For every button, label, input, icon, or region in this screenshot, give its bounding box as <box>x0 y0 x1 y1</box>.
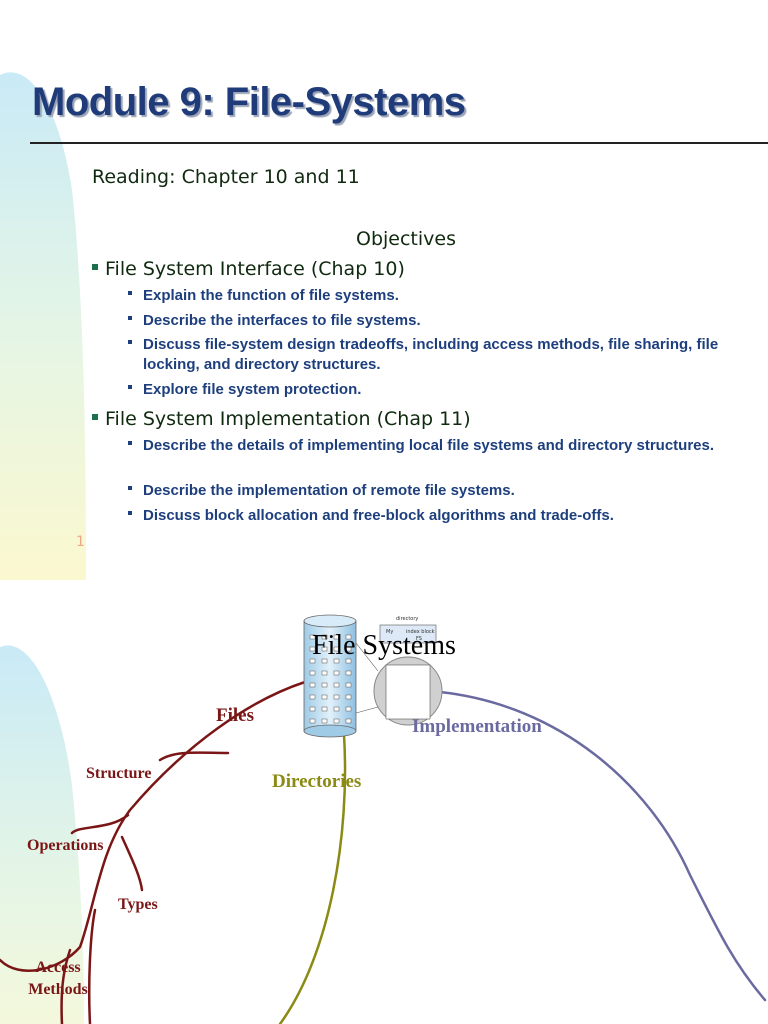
square-bullet-icon <box>128 316 132 320</box>
types-branch-line <box>120 835 144 892</box>
svg-text:FS: FS <box>416 636 422 642</box>
file-system-illustration: directory My index block FS <box>303 614 443 738</box>
square-bullet-icon <box>92 264 98 270</box>
reading-line: Reading: Chapter 10 and 11 <box>92 166 360 188</box>
node-access-methods: Access Methods <box>28 959 88 998</box>
node-directories: Directories <box>272 771 362 792</box>
implementation-branch-line <box>438 690 767 1002</box>
left-gradient-decoration <box>0 645 84 1024</box>
square-bullet-icon <box>128 385 132 389</box>
left-gradient-decoration <box>0 72 86 580</box>
operations-branch-line <box>70 813 130 835</box>
node-implementation: Implementation <box>412 716 542 737</box>
structure-branch-line <box>158 751 230 762</box>
objective-item: Describe the details of implementing loc… <box>128 436 748 456</box>
objective-item: Explain the function of file systems. <box>128 286 748 306</box>
square-bullet-icon <box>92 414 98 420</box>
square-bullet-icon <box>128 486 132 490</box>
objective-item: Describe the interfaces to file systems. <box>128 311 748 331</box>
svg-text:My: My <box>386 629 393 635</box>
section-heading-interface: File System Interface (Chap 10) <box>92 258 405 280</box>
slide-title: Module 9: File-Systems <box>32 80 466 124</box>
square-bullet-icon <box>128 291 132 295</box>
page-number: 1 <box>76 534 85 550</box>
node-structure: Structure <box>86 765 152 782</box>
square-bullet-icon <box>128 441 132 445</box>
title-underline <box>30 142 768 144</box>
access-methods-branch-line <box>60 948 72 1024</box>
center-node-file-systems: File Systems <box>312 630 456 661</box>
node-operations: Operations <box>27 837 104 854</box>
section-heading-implementation: File System Implementation (Chap 11) <box>92 408 471 430</box>
directories-branch-line <box>278 733 347 1024</box>
svg-text:index block: index block <box>406 629 435 635</box>
objective-item: Describe the implementation of remote fi… <box>128 481 748 501</box>
objective-item: Discuss block allocation and free-block … <box>128 506 748 526</box>
lower-branch-line <box>87 908 97 1024</box>
node-types: Types <box>118 896 158 913</box>
objective-item: Explore file system protection. <box>128 380 748 400</box>
objective-item: Discuss file-system design tradeoffs, in… <box>128 335 748 375</box>
square-bullet-icon <box>128 340 132 344</box>
slide-objectives: Module 9: File-Systems Reading: Chapter … <box>0 72 768 580</box>
files-branch-line <box>0 680 307 972</box>
node-files: Files <box>216 705 254 726</box>
slide-mindmap: directory My index block FS File Systems… <box>0 585 768 1024</box>
square-bullet-icon <box>128 511 132 515</box>
svg-text:directory: directory <box>396 616 418 622</box>
mindmap-branches <box>0 680 767 1024</box>
objectives-heading: Objectives <box>356 228 456 250</box>
